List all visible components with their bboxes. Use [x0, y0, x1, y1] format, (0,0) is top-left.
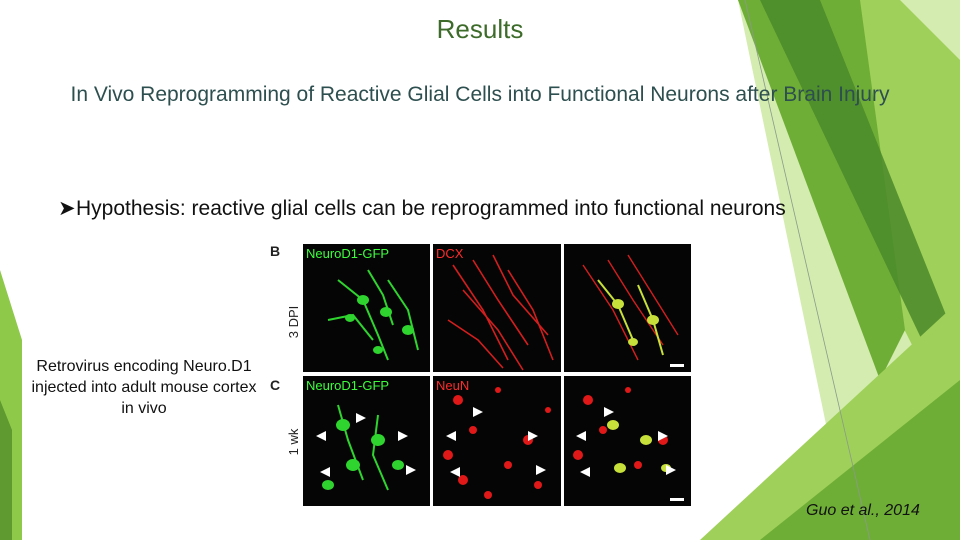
deco-dark-band	[760, 0, 960, 420]
tile-b-merge	[564, 244, 691, 372]
panel-letter-b: B	[270, 243, 280, 259]
slide-title: Results	[436, 14, 524, 44]
tile-c-merge	[564, 376, 691, 506]
scale-bar-b	[670, 364, 684, 367]
merge-neurons-c	[607, 420, 671, 473]
tile-label-b-green: NeuroD1-GFP	[306, 246, 389, 261]
tile-label-c-green: NeuroD1-GFP	[306, 378, 389, 393]
arrow-bullet-icon: ➤	[58, 197, 76, 220]
scale-bar-c	[670, 498, 684, 501]
hypothesis-bullet: ➤Hypothesis: reactive glial cells can be…	[58, 196, 786, 221]
green-neurons-c	[322, 404, 404, 491]
red-fibers-b	[447, 254, 554, 371]
citation: Guo et al., 2014	[806, 502, 920, 519]
arrowheads-c	[316, 407, 676, 477]
deco-thin-line	[744, 0, 871, 540]
microscopy-figure: B 3 DPI NeuroD1-GFP DCX C	[270, 243, 691, 506]
timepoint-label-3dpi: 3 DPI	[286, 306, 301, 339]
tile-b-red	[433, 244, 561, 372]
tile-label-c-red: NeuN	[436, 378, 469, 393]
deco-bottom-right-dark	[760, 380, 960, 540]
tile-label-b-red: DCX	[436, 246, 464, 261]
hypothesis-text: Hypothesis: reactive glial cells can be …	[76, 197, 786, 220]
figure-caption: Retrovirus encoding Neuro.D1 injected in…	[31, 358, 257, 417]
deco-left-dark	[0, 400, 12, 540]
tile-c-red	[433, 376, 561, 506]
paper-title: In Vivo Reprogramming of Reactive Glial …	[70, 83, 890, 106]
tile-c-green	[303, 376, 430, 506]
panel-letter-c: C	[270, 377, 280, 393]
timepoint-label-1wk: 1 wk	[286, 428, 301, 455]
green-cells-b	[327, 269, 419, 361]
merge-cells-b	[597, 279, 664, 356]
deco-mid-band	[738, 0, 905, 380]
